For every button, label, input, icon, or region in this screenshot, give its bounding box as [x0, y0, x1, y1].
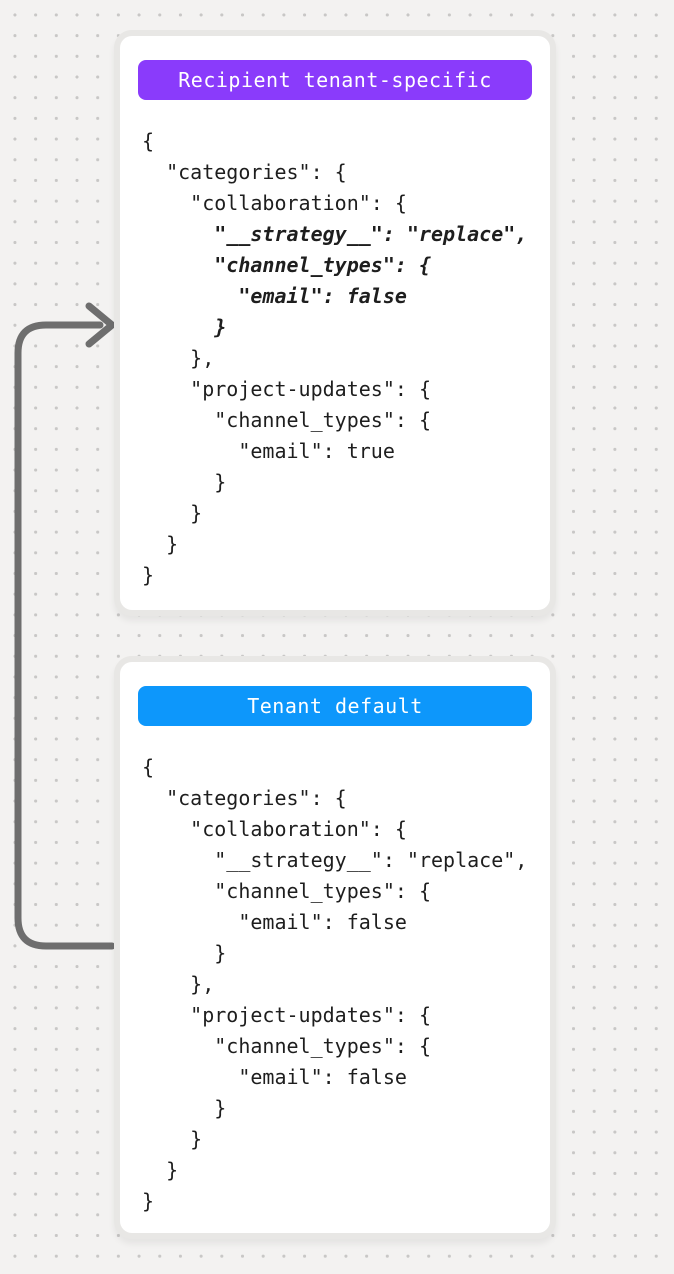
code-line: "email": false	[142, 284, 407, 308]
code-line: }	[142, 315, 227, 339]
json-code-block-recipient: { "categories": { "collaboration": { "__…	[138, 126, 536, 591]
code-line: }	[142, 470, 227, 494]
code-line: "project-updates": {	[142, 377, 431, 401]
code-line: "__strategy__": "replace",	[142, 222, 528, 246]
code-line: }	[142, 1189, 155, 1213]
code-line: "channel_types": {	[142, 253, 431, 277]
code-line: {	[142, 755, 155, 779]
arrow-line	[14, 321, 116, 950]
code-line: "email": false	[142, 1065, 407, 1089]
recipient-tenant-specific-card: Recipient tenant-specific { "categories"…	[114, 30, 556, 616]
code-line: },	[142, 346, 215, 370]
code-line: "channel_types": {	[142, 1034, 431, 1058]
code-line: }	[142, 1096, 227, 1120]
code-line: "email": true	[142, 439, 395, 463]
tenant-default-card: Tenant default { "categories": { "collab…	[114, 656, 556, 1239]
code-line: "categories": {	[142, 786, 347, 810]
code-line: },	[142, 972, 215, 996]
code-line: {	[142, 129, 155, 153]
tenant-default-badge: Tenant default	[138, 686, 532, 726]
code-line: "channel_types": {	[142, 879, 431, 903]
code-line: }	[142, 1127, 203, 1151]
flow-arrow-icon	[14, 302, 116, 950]
code-line: }	[142, 941, 227, 965]
json-code-block-tenant-default: { "categories": { "collaboration": { "__…	[138, 752, 536, 1217]
code-line: "collaboration": {	[142, 191, 407, 215]
code-line: "collaboration": {	[142, 817, 407, 841]
code-line: }	[142, 532, 179, 556]
code-line: }	[142, 501, 203, 525]
arrow-head	[85, 302, 116, 348]
code-line: }	[142, 1158, 179, 1182]
code-line: "categories": {	[142, 160, 347, 184]
code-line: "channel_types": {	[142, 408, 431, 432]
recipient-tenant-specific-badge: Recipient tenant-specific	[138, 60, 532, 100]
code-line: "email": false	[142, 910, 407, 934]
code-line: "project-updates": {	[142, 1003, 431, 1027]
code-line: "__strategy__": "replace",	[142, 848, 528, 872]
code-line: }	[142, 563, 155, 587]
